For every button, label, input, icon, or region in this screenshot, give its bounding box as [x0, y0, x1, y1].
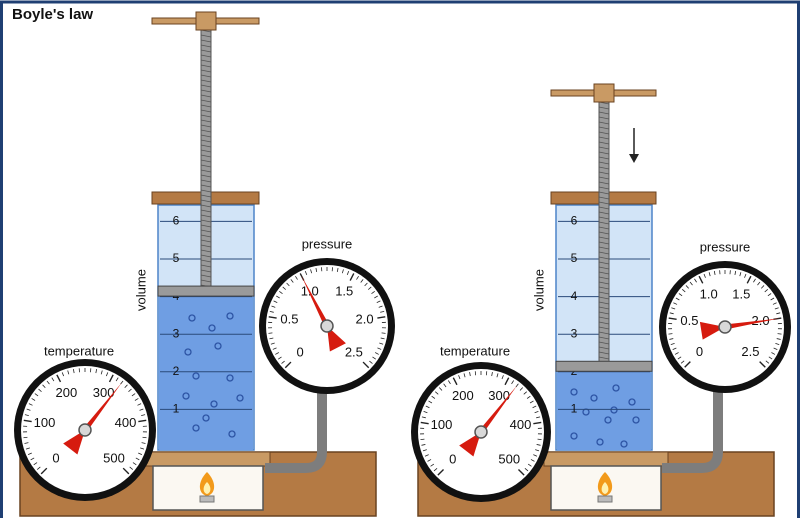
- panel-right-volume-label: volume: [531, 269, 546, 311]
- panel-right-pressure-label: pressure: [700, 239, 751, 254]
- panel-left-handle-hub: [196, 12, 216, 30]
- panel-right-temperature-tick-label: 500: [498, 452, 520, 467]
- panel-left-pressure-tick-label: 0: [297, 344, 304, 359]
- panel-left-volume-scale-label: 2: [173, 364, 180, 378]
- panel-right-pressure-tick-label: 0.5: [680, 313, 698, 328]
- panel-left-volume-label: volume: [133, 269, 148, 311]
- panel-right-volume-scale-label: 3: [571, 326, 578, 340]
- panel-right-temperature-tick: [538, 439, 542, 440]
- panel-right-temperature-tick-label: 0: [449, 452, 456, 467]
- panel-right-base-top-strip: [544, 452, 668, 466]
- panel-right-temperature-tick-label: 100: [431, 417, 453, 432]
- down-arrow-icon: [629, 128, 639, 163]
- panel-left-temperature-label: temperature: [44, 343, 114, 358]
- panel-right-temperature-label: temperature: [440, 343, 510, 358]
- burner-nozzle: [598, 496, 612, 502]
- panel-left-base-top-strip: [146, 452, 270, 466]
- panel-left-temperature-tick-label: 300: [93, 385, 115, 400]
- panel-right-handle-hub: [594, 84, 614, 102]
- panel-right-volume-scale-label: 5: [571, 251, 578, 265]
- panel-left-volume-scale-label: 5: [173, 251, 180, 265]
- panel-right-piston: [556, 361, 652, 371]
- panel-left-temperature-tick-label: 200: [56, 385, 78, 400]
- panel-right-pressure-tick: [778, 334, 782, 335]
- panel-left-temperature-tick: [23, 437, 27, 438]
- panel-left-temperature-tick-label: 500: [103, 450, 125, 465]
- panel-right-volume-scale-label: 4: [571, 289, 578, 303]
- panel-left-temperature-tick-label: 100: [34, 415, 56, 430]
- panel-right-volume-scale-label: 1: [571, 402, 578, 416]
- panel-left-volume-scale-label: 6: [173, 214, 180, 228]
- panel-left-temperature-tick-label: 400: [115, 415, 137, 430]
- panel-left-pressure-tick-label: 1.5: [335, 284, 353, 299]
- arrow-head: [629, 154, 639, 163]
- panel-right-temperature-tick-label: 300: [488, 388, 510, 403]
- panel-left-pressure-tick: [382, 333, 386, 334]
- panel-right-pressure-tick-label: 1.0: [700, 286, 718, 301]
- panel-right-pressure-tick-label: 2.5: [741, 344, 759, 359]
- panel-left-pressure-tick: [268, 333, 272, 334]
- panel-right-temperature-tick-label: 400: [510, 417, 532, 432]
- panel-left-pressure-gauge: 00.51.01.52.02.5: [259, 258, 395, 394]
- panel-right: 123456volume0100200300400500temperature0…: [411, 84, 791, 516]
- panel-left: 123456volume0100200300400500temperature0…: [14, 12, 395, 516]
- panel-left-temperature-tick: [143, 437, 147, 438]
- panel-right-pressure-tick-label: 1.5: [732, 286, 750, 301]
- panel-right-temperature-tick-label: 200: [452, 388, 474, 403]
- panel-left-piston: [158, 286, 254, 296]
- panel-right-pressure-tick: [668, 334, 672, 335]
- diagram-title: Boyle's law: [12, 6, 93, 23]
- panel-left-volume-scale-label: 1: [173, 402, 180, 416]
- panel-left-pressure-tick-label: 2.0: [355, 311, 373, 326]
- panel-left-temperature-tick-label: 0: [52, 450, 59, 465]
- panel-right-temperature-tick: [420, 439, 424, 440]
- panel-left-pressure-tick-label: 0.5: [280, 311, 298, 326]
- panel-right-pressure-tick-label: 0: [696, 344, 703, 359]
- burner-nozzle: [200, 496, 214, 502]
- panel-left-pressure-gauge-pivot: [321, 320, 333, 332]
- panel-right-pressure-gauge-pivot: [719, 321, 731, 333]
- panel-left-volume-scale-label: 3: [173, 326, 180, 340]
- panel-right-temperature-gauge-pivot: [475, 426, 487, 438]
- panel-left-pressure-tick-label: 2.5: [345, 344, 363, 359]
- panel-left-pressure-label: pressure: [302, 236, 353, 251]
- panel-left-temperature-gauge-pivot: [79, 424, 91, 436]
- panel-right-volume-scale-label: 6: [571, 214, 578, 228]
